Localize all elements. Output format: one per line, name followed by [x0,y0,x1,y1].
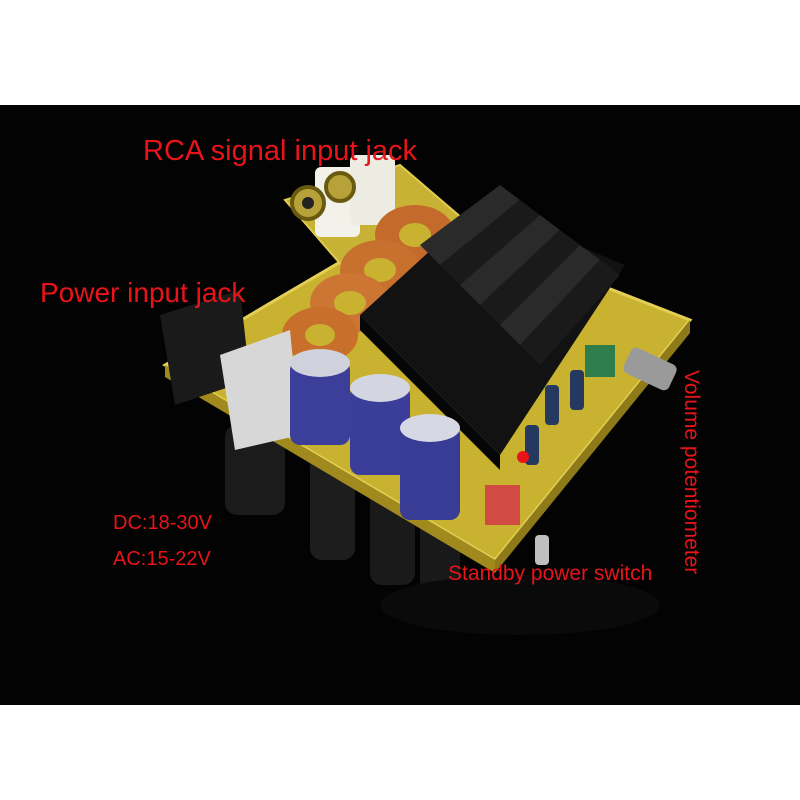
ac-voltage-label: AC:15-22V [113,548,211,570]
power-input-jack [160,290,300,450]
heatsink [360,185,625,470]
amplifier-board-illustration [160,155,693,635]
toroid-coils [282,205,455,363]
power-input-label: Power input jack [40,277,246,308]
standby-switch-label: Standby power switch [448,562,653,585]
rca-jacks [290,155,395,237]
volume-potentiometer-label: Volume potentiometer [680,370,703,575]
dc-voltage-label: DC:18-30V [113,512,212,534]
product-photo: RCA signal input jack Power input jack D… [0,105,800,705]
capacitors [290,349,460,520]
rca-input-label: RCA signal input jack [143,135,418,167]
small-components [485,345,677,565]
